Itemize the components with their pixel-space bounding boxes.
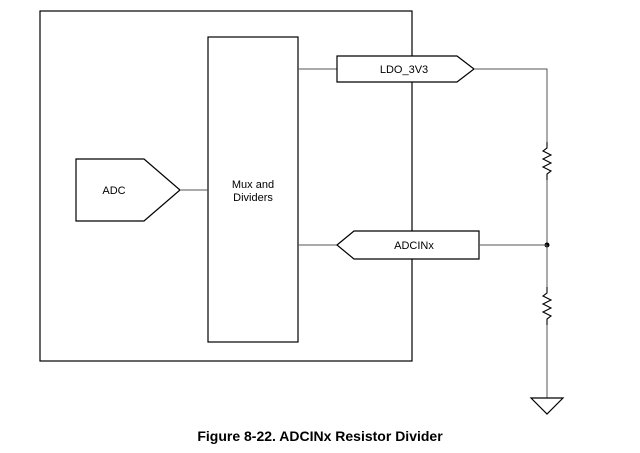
mux-label-line2: Dividers xyxy=(233,192,273,204)
ldo-3v3-connector xyxy=(336,55,475,83)
adc-block xyxy=(75,158,181,222)
mux-label-line1: Mux and xyxy=(232,179,274,191)
adcinx-label: ADCINx xyxy=(394,240,434,252)
ldo-rail-wire xyxy=(474,68,548,142)
device-boundary xyxy=(39,10,413,362)
ground-icon xyxy=(529,397,565,415)
top-resistor xyxy=(541,142,553,180)
ldo-3v3-label: LDO_3V3 xyxy=(380,64,428,76)
figure-caption: Figure 8-22. ADCINx Resistor Divider xyxy=(197,428,443,444)
adc-label: ADC xyxy=(102,185,125,197)
mux-dividers-block xyxy=(207,36,299,343)
bottom-resistor xyxy=(541,287,553,325)
